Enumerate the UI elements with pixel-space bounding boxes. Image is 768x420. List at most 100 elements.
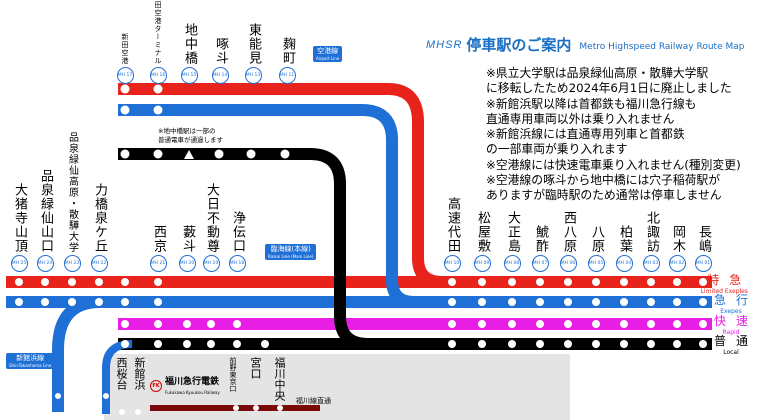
limited-express-line — [6, 276, 712, 288]
branch-station-name: 新館浜 — [133, 357, 146, 390]
station-name: 啄斗 — [213, 37, 228, 65]
branch-dots — [55, 393, 283, 415]
notice-line: ※空港線の啄斗から地中橋には穴子稲荷駅が — [486, 173, 721, 188]
stop-dot — [536, 320, 544, 328]
stop-dot — [120, 84, 130, 94]
fukukawa-logo-icon: FK — [150, 379, 162, 392]
station-number-badge: MH 08 — [503, 255, 521, 272]
stop-dot — [95, 298, 103, 306]
stop-dot — [246, 149, 256, 159]
stop-dot — [508, 340, 516, 348]
station-name: 八原 — [589, 225, 604, 253]
station-name: 地中橋 — [182, 23, 197, 65]
station-number-badge: MH 17 — [116, 67, 134, 84]
station: 松屋敷 MH 09 — [470, 211, 494, 272]
stop-dot — [68, 298, 76, 306]
stop-dot — [233, 320, 241, 328]
service-name: 特急 — [707, 273, 752, 287]
station-number-badge: MH 04 — [615, 255, 633, 272]
stop-dot — [154, 340, 162, 348]
stop-dot — [508, 298, 516, 306]
stop-dot — [154, 320, 162, 328]
stop-dots — [120, 84, 290, 159]
station-name: 長嶋 — [696, 225, 711, 253]
station: 新田空港 MH 17 — [113, 33, 137, 84]
stop-dot — [620, 340, 628, 348]
service-name-en: Exepes — [720, 308, 742, 315]
station-name: 品泉緑仙山口 — [38, 169, 53, 253]
station-number-badge: MH 16 — [149, 67, 167, 84]
stop-dot — [592, 320, 600, 328]
station-name: 力橋泉ケ丘 — [92, 183, 107, 253]
express-branch-line — [52, 296, 101, 412]
stop-dot — [154, 298, 162, 306]
station-number-badge: MH 24 — [36, 255, 54, 272]
station: 八原 MH 05 — [584, 225, 608, 272]
stop-dot — [183, 340, 191, 348]
stop-dot — [592, 278, 600, 286]
stop-dot — [478, 340, 486, 348]
service-name: 普通 — [713, 334, 758, 348]
station-name: 浄伝口 — [230, 211, 245, 253]
fukukawa-label: FK 福川急行電鉄 Fukukawa Kyuukou Railway — [150, 374, 220, 397]
rapid-line — [118, 318, 712, 330]
station-name: 大日不動尊 — [204, 183, 219, 253]
stop-dot — [673, 298, 681, 306]
station-number-badge: MH 14 — [211, 67, 229, 84]
stop-dot — [183, 320, 191, 328]
stop-dot — [448, 340, 456, 348]
stop-dot — [592, 340, 600, 348]
service-name-en: Limited Exeples — [700, 288, 748, 295]
stop-dot — [478, 278, 486, 286]
stop-dot — [620, 278, 628, 286]
stop-dot — [478, 298, 486, 306]
stop-dot — [207, 340, 215, 348]
station-name: 大猪寺山頂 — [12, 183, 27, 253]
page-subtitle: Metro Highspeed Railway Route Map — [579, 41, 745, 52]
service-name: 急行 — [713, 293, 758, 307]
station-number-badge: MH 18 — [228, 255, 246, 272]
stop-dot — [207, 320, 215, 328]
stop-dot — [120, 105, 130, 115]
station-number-badge: MH 21 — [149, 255, 167, 272]
stop-dot — [41, 278, 49, 286]
stop-dot — [508, 278, 516, 286]
stop-dot — [536, 340, 544, 348]
notice-line: の一部車両が乗り入れます — [486, 142, 628, 157]
station-name: 新田空港 — [121, 33, 129, 65]
station: 浄伝口 MH 18 — [225, 211, 249, 272]
stop-dot — [647, 320, 655, 328]
branch-station-name: 西桜台 — [115, 357, 128, 390]
station-number-badge: MH 03 — [642, 255, 660, 272]
station-number-badge: MH 09 — [473, 255, 491, 272]
station-name: 大正島 — [505, 211, 520, 253]
notice-line: 直通専用車両以外は乗り入れません — [486, 111, 675, 126]
stop-dot — [261, 340, 269, 348]
station-name: 松屋敷 — [475, 211, 490, 253]
station-number-badge: MH 05 — [587, 255, 605, 272]
notice-line: ※空港線には快速電車乗り入れません(種別変更) — [486, 157, 741, 172]
station-number-badge: MH 22 — [90, 255, 108, 272]
pass-triangle — [184, 150, 194, 159]
branch-station-name: 宮口 — [249, 357, 262, 379]
stop-dot — [647, 298, 655, 306]
stop-dot — [508, 320, 516, 328]
stop-dot — [478, 320, 486, 328]
stop-dot — [699, 278, 707, 286]
stop-dot — [673, 278, 681, 286]
station-name: 藪斗 — [180, 225, 195, 253]
service-name-en: Rapid — [722, 329, 740, 336]
stop-dot — [121, 298, 129, 306]
